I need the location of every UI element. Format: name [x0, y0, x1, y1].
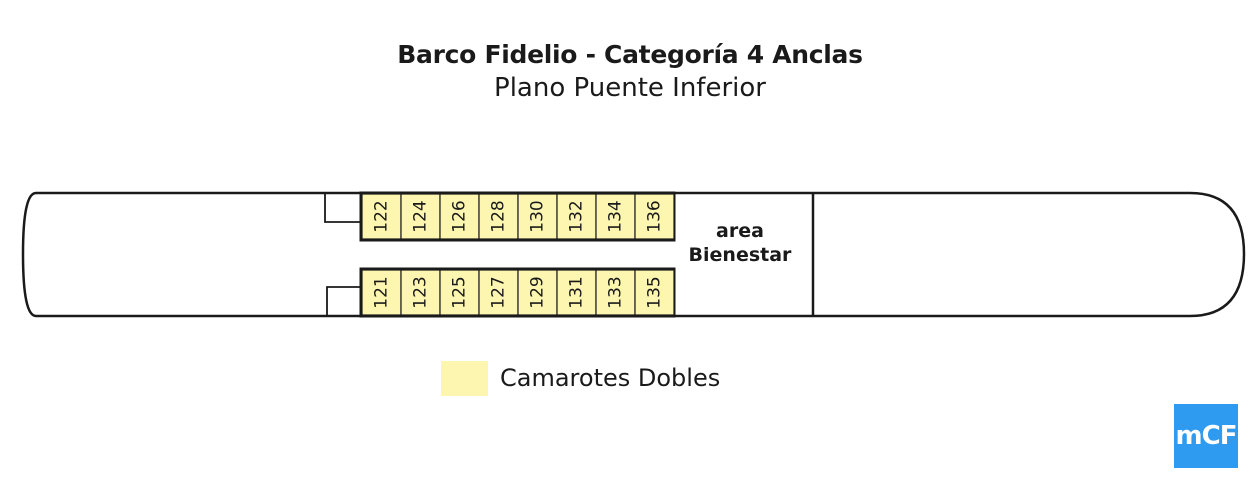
- top-cabin-134: [595, 193, 636, 240]
- legend-label: Camarotes Dobles: [500, 364, 721, 392]
- bottom-cabin-131: [556, 269, 597, 316]
- top-cabin-132: [556, 193, 597, 240]
- mcf-logo: mCF: [1174, 404, 1238, 468]
- bottom-cabin-123: [400, 269, 441, 316]
- top-cabin-number: 130: [528, 200, 548, 232]
- top-cabin-number: 134: [606, 200, 626, 232]
- wellness-area-label: area Bienestar: [678, 219, 802, 267]
- plan-subtitle: Plano Puente Inferior: [494, 73, 766, 103]
- bottom-cabin-135: [634, 269, 675, 316]
- bottom-cabin-number: 133: [606, 276, 626, 308]
- top-cabin-number: 128: [489, 200, 509, 232]
- area-label-line2: Bienestar: [688, 244, 792, 266]
- top-cabin-126: [439, 193, 480, 240]
- bottom-cabin-number: 121: [372, 276, 392, 308]
- bottom-cabin-number: 129: [528, 276, 548, 308]
- bottom-cabin-121: [361, 269, 402, 316]
- top-cabin-number: 122: [372, 200, 392, 232]
- corridor-bottom: [326, 286, 362, 316]
- bottom-cabin-127: [478, 269, 519, 316]
- top-cabin-number: 126: [450, 200, 470, 232]
- top-cabin-124: [400, 193, 441, 240]
- bottom-cabin-number: 125: [450, 276, 470, 308]
- bottom-cabins: 121 123 125 127 129 131 133 135: [361, 269, 675, 316]
- legend-swatch: [441, 361, 488, 396]
- area-label-line1: area: [716, 220, 764, 242]
- top-cabin-130: [517, 193, 558, 240]
- bottom-cabin-129: [517, 269, 558, 316]
- bottom-cabin-number: 131: [567, 276, 587, 308]
- top-cabin-number: 124: [411, 200, 431, 232]
- bottom-cabin-number: 123: [411, 276, 431, 308]
- bottom-cabin-133: [595, 269, 636, 316]
- plan-title: Barco Fidelio - Categoría 4 Anclas: [397, 40, 863, 69]
- top-cabin-128: [478, 193, 519, 240]
- top-cabin-136: [634, 193, 675, 240]
- top-cabin-number: 136: [645, 200, 665, 232]
- top-cabin-122: [361, 193, 402, 240]
- bottom-cabin-number: 135: [645, 276, 665, 308]
- top-cabin-number: 132: [567, 200, 587, 232]
- bottom-cabin-number: 127: [489, 276, 509, 308]
- hull-outline: [21, 191, 1246, 318]
- corridor-top: [324, 193, 362, 223]
- top-cabins: 122 124 126 128 130 132 134 136: [361, 193, 675, 240]
